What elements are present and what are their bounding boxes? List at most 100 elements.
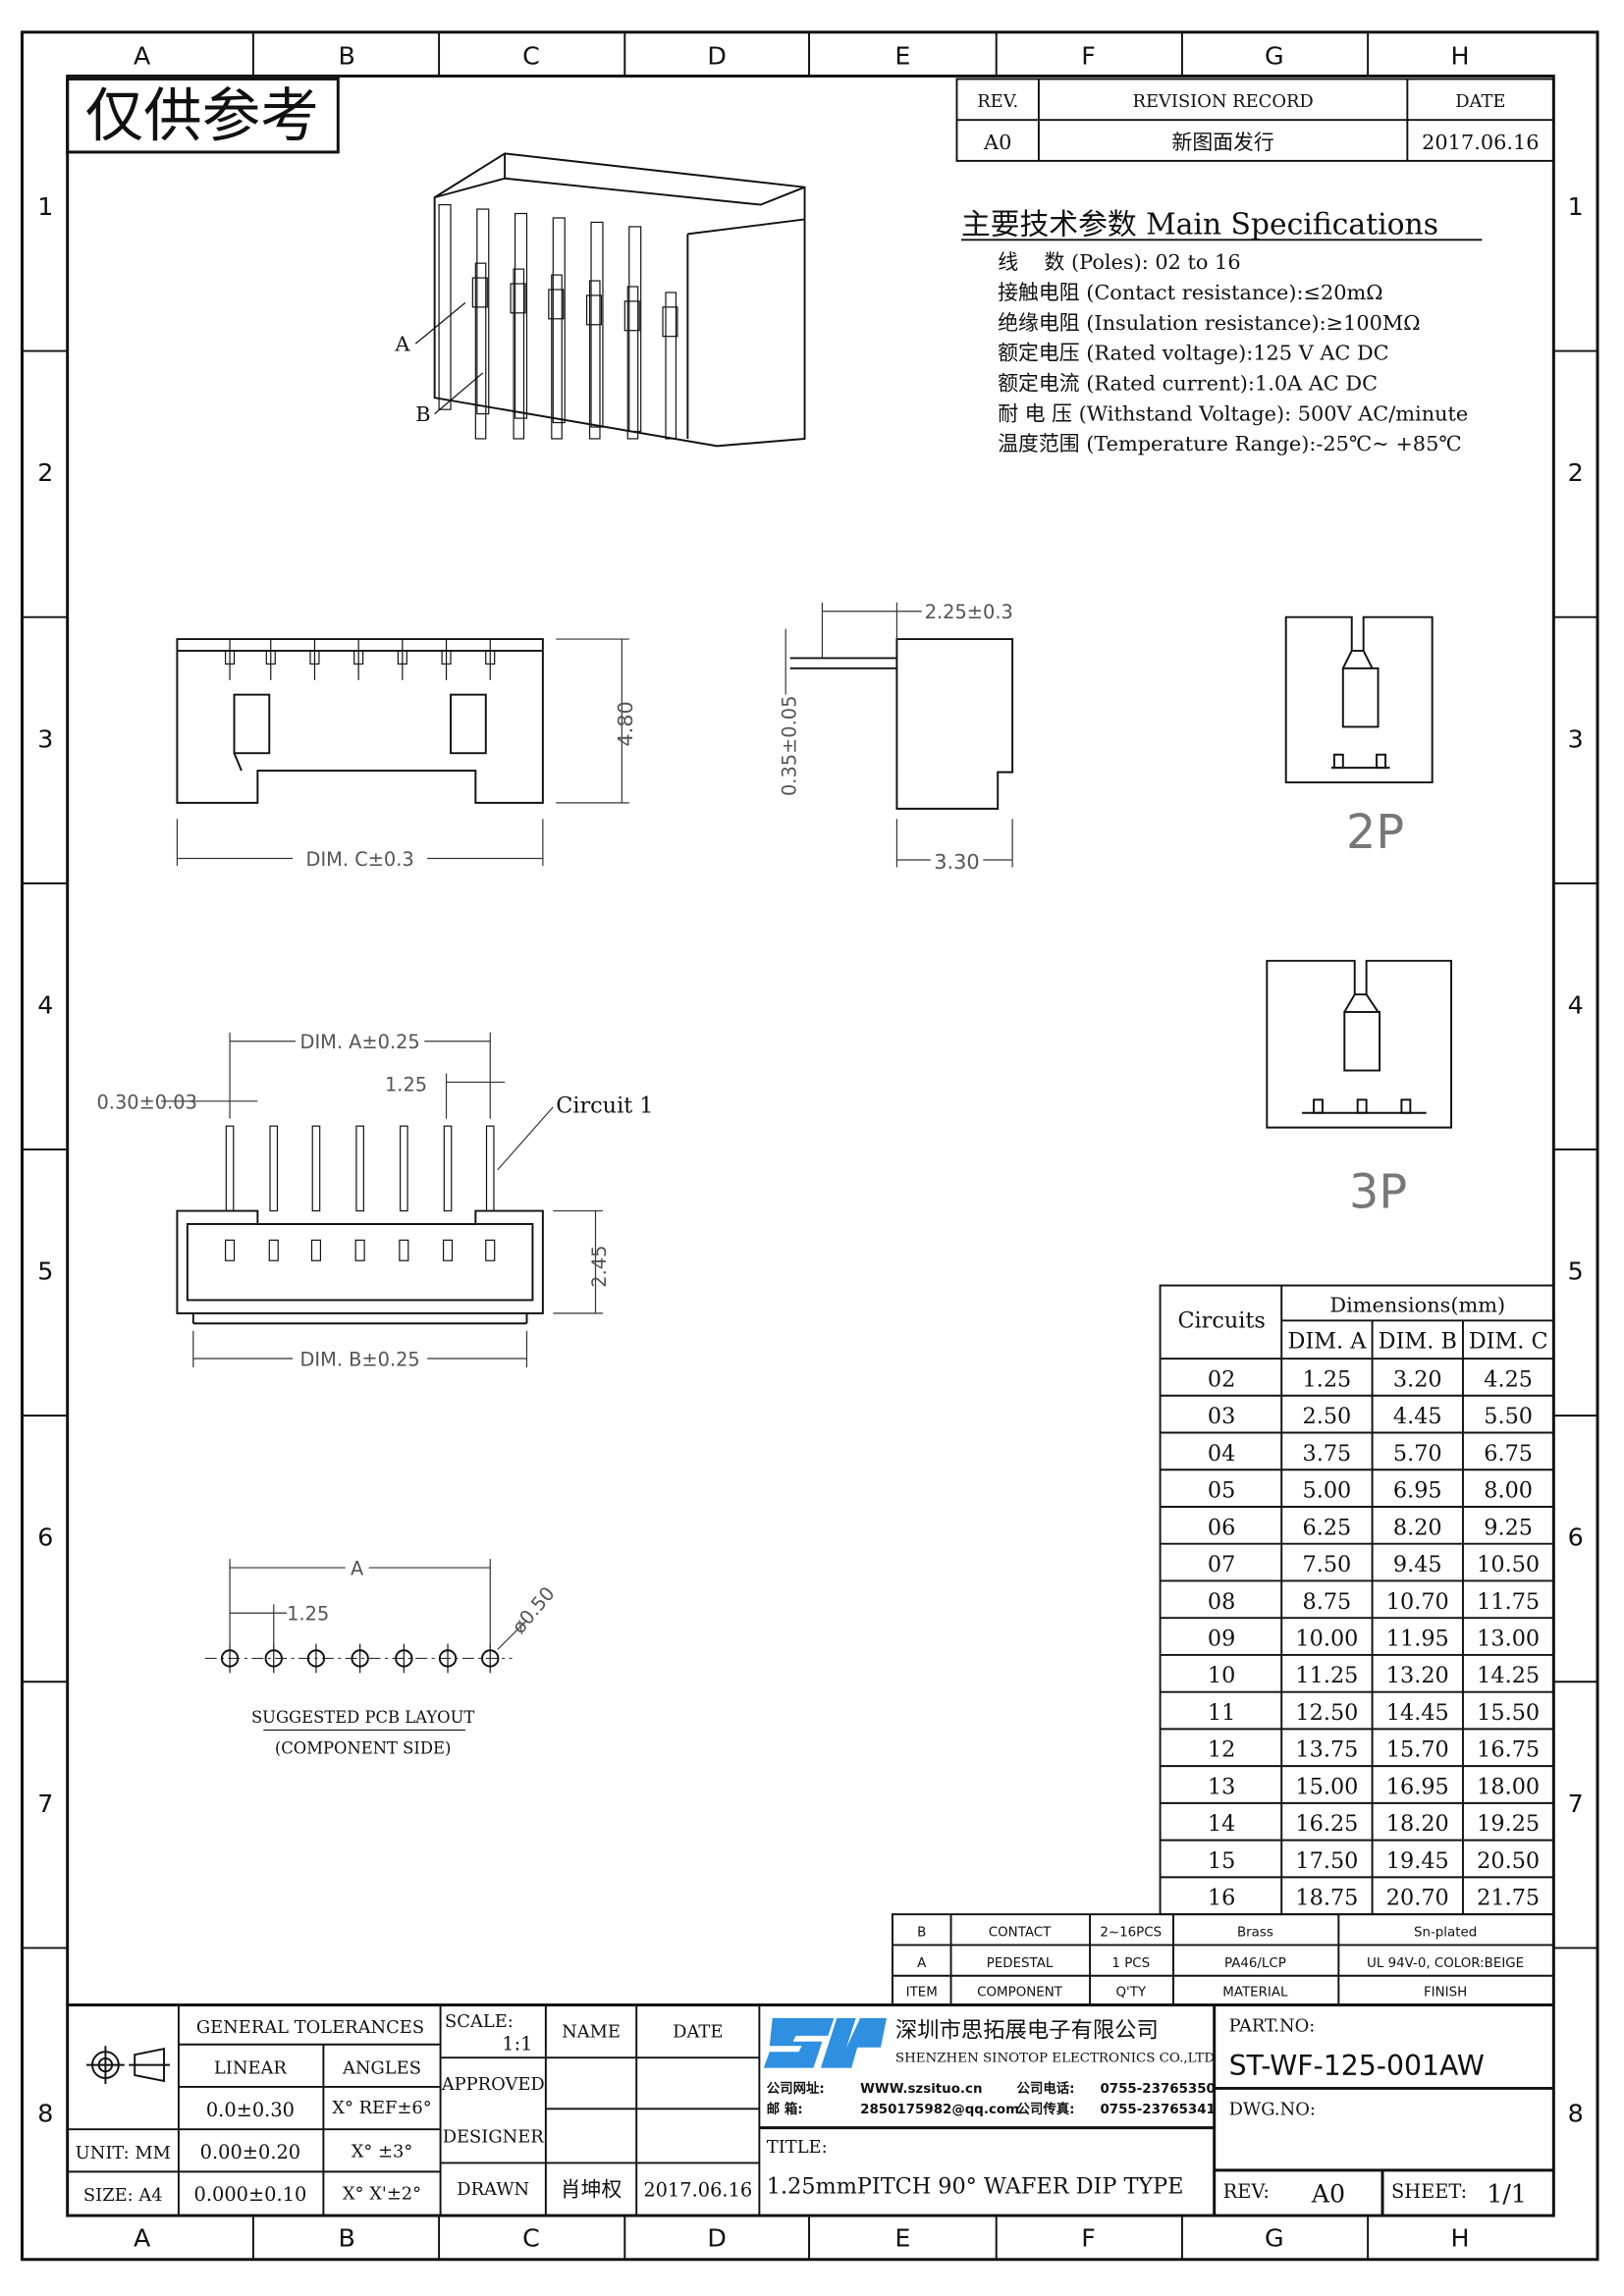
circuit-count-cell: 09 (1208, 1626, 1235, 1651)
dimension-cell: 19.25 (1477, 1811, 1540, 1837)
dimensions-header: Dimensions(mm) (1329, 1293, 1505, 1316)
bom-cell: PEDESTAL (987, 1956, 1054, 1971)
iso-contact (623, 300, 640, 332)
bom-header-cell: Q'TY (1115, 1986, 1146, 2001)
row-label-right: 7 (1568, 1789, 1584, 1818)
spec-line: 绝缘电阻 (Insulation resistance):≥100MΩ (998, 311, 1420, 335)
dimension-cell: 14.25 (1477, 1663, 1540, 1688)
iso-pin (626, 286, 639, 440)
pcb-hole-dim: ø0.50 (508, 1582, 560, 1638)
dimension-cell: 6.95 (1393, 1478, 1442, 1504)
pcb-dim-a: A (351, 1558, 364, 1580)
circuit-count-cell: 02 (1208, 1366, 1235, 1392)
iso-pin (588, 280, 601, 440)
bom-cell: Brass (1237, 1926, 1273, 1941)
sheet-label: SHEET: (1391, 2180, 1467, 2203)
bom-cell: Sn-plated (1414, 1926, 1477, 1941)
bottom-pin-contact (485, 1239, 496, 1261)
iso-contact (585, 294, 603, 326)
dimension-cell: 16.95 (1386, 1774, 1449, 1799)
pin-width-dim: 0.30±0.03 (96, 1091, 196, 1113)
front-pin-contact (485, 650, 496, 665)
dimension-cell: 5.00 (1303, 1478, 1352, 1504)
dimension-cell: 10.50 (1477, 1552, 1540, 1577)
dimension-cell: 4.45 (1393, 1404, 1442, 1429)
bom-cell: 1 PCS (1111, 1956, 1150, 1971)
dimension-cell: 20.70 (1386, 1886, 1449, 1911)
iso-pin (513, 268, 525, 440)
outer-border (21, 30, 1599, 2262)
dimension-cell: 11.25 (1295, 1663, 1358, 1688)
dimension-cell: 8.00 (1484, 1478, 1533, 1504)
name-header: NAME (562, 2021, 621, 2042)
column-label-top: E (894, 41, 910, 71)
dimension-cell: 16.75 (1477, 1737, 1540, 1763)
bom-cell: UL 94V-0, COLOR:BEIGE (1367, 1956, 1524, 1971)
bottom-pin (269, 1125, 279, 1212)
column-label-bottom: G (1265, 2222, 1284, 2252)
front-pin-contact (224, 650, 236, 665)
iso-contact (662, 306, 678, 338)
dimension-cell: 12.50 (1295, 1700, 1358, 1726)
stamp-box (66, 77, 340, 154)
row-label-left: 4 (37, 989, 53, 1019)
circuit-count-cell: 07 (1208, 1552, 1235, 1577)
date-value: 2017.06.16 (1422, 131, 1539, 154)
scale-value: 1:1 (502, 2033, 532, 2056)
spec-line: 线 数 (Poles): 02 to 16 (998, 250, 1240, 274)
bom-header-cell: FINISH (1424, 1986, 1467, 2001)
date-header: DATE (1455, 91, 1505, 112)
rev-label: REV: (1223, 2180, 1270, 2203)
view-2p (1284, 615, 1434, 784)
dimension-cell: 11.75 (1477, 1589, 1540, 1615)
bom-cell: B (917, 1926, 926, 1941)
dimension-cell: 13.20 (1386, 1663, 1449, 1688)
label-2p: 2P (1346, 806, 1404, 860)
date-header: DATE (673, 2021, 723, 2042)
circuit-count-cell: 05 (1208, 1478, 1235, 1504)
iso-label-b: B (415, 402, 430, 426)
column-label-bottom: D (707, 2222, 727, 2252)
dim-c-header: DIM. C (1469, 1329, 1548, 1355)
column-label-bottom: H (1450, 2222, 1469, 2252)
iso-pin (665, 292, 677, 440)
row-label-left: 2 (37, 457, 53, 487)
dimension-cell: 13.00 (1477, 1626, 1540, 1651)
circuit-count-cell: 04 (1208, 1441, 1235, 1467)
bottom-pin-contact (442, 1239, 454, 1261)
column-label-top: G (1265, 41, 1284, 71)
bottom-pin (311, 1125, 321, 1212)
bottom-pin (355, 1125, 364, 1212)
circuit-count-cell: 06 (1208, 1515, 1235, 1540)
projection-symbol-icon (86, 2046, 170, 2084)
approved-label: APPROVED (441, 2074, 545, 2095)
company-logo (763, 2017, 887, 2068)
row-label-left: 1 (37, 191, 53, 221)
dimension-cell: 11.95 (1386, 1626, 1449, 1651)
dimension-cell: 15.50 (1477, 1700, 1540, 1726)
dimension-cell: 19.45 (1386, 1848, 1449, 1874)
dimension-cell: 7.50 (1303, 1552, 1352, 1577)
angles-header: ANGLES (342, 2058, 421, 2079)
row-label-right: 8 (1568, 2099, 1584, 2128)
dimension-cell: 9.45 (1393, 1552, 1442, 1577)
dimension-cell: 17.50 (1295, 1848, 1358, 1874)
circuit-count-cell: 15 (1208, 1848, 1235, 1874)
email: 2850175982@qq.com (860, 2103, 1019, 2117)
iso-contact (548, 289, 565, 320)
dimension-cell: 18.00 (1477, 1774, 1540, 1799)
dimension-cell: 18.75 (1295, 1886, 1358, 1911)
iso-housing-slot (590, 221, 604, 428)
circuit-count-cell: 13 (1208, 1774, 1235, 1799)
dimension-cell: 21.75 (1477, 1886, 1540, 1911)
dim-c-label: DIM. C±0.3 (306, 848, 414, 871)
tol-linear-1: 0.0±0.30 (206, 2099, 295, 2121)
fax-label: 公司传真: (1017, 2101, 1075, 2117)
bottom-pin (225, 1125, 235, 1212)
column-label-top: C (522, 41, 540, 71)
dimension-cell: 6.75 (1484, 1441, 1533, 1467)
drawing-title: 1.25mmPITCH 90° WAFER DIP TYPE (767, 2174, 1184, 2200)
dimension-cell: 10.70 (1386, 1589, 1449, 1615)
